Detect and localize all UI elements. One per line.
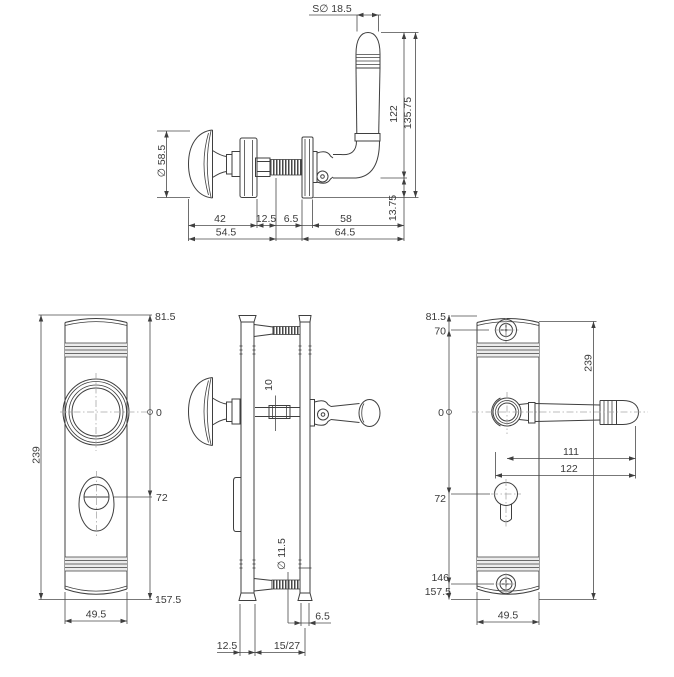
inside-plate-body (476, 318, 540, 595)
dim-label-inside-width: 49.5 (498, 610, 519, 622)
dim-label-knob-depth: 42 (214, 213, 226, 225)
knob-rose (60, 373, 147, 451)
dim-label-grip-length: 122 (388, 105, 400, 123)
side-view-lever-plate (301, 136, 314, 199)
dim-label-sphere-diameter: S∅ 18.5 (312, 3, 352, 15)
section-dimensions (217, 603, 331, 656)
section-knob-plate (233, 315, 257, 601)
dim-label-bolt-diameter: ∅ 11.5 (276, 538, 288, 570)
dim-label-inside-screw-top: 70 (434, 326, 446, 338)
dim-label-inside-zero: 0 (438, 407, 444, 419)
side-view-lever (312, 31, 381, 184)
side-view-dimensions (157, 12, 419, 242)
outside-plate-view: 81.5 0 72 157.5 239 49.5 (31, 311, 181, 624)
section-bottom-bolt (253, 572, 301, 623)
lever-handle (472, 400, 648, 425)
dim-label-section-plate-thickness: 6.5 (315, 611, 330, 623)
euro-cylinder-hole (491, 479, 521, 528)
dim-label-knob-plate-thickness: 12.5 (256, 213, 277, 225)
dim-label-inside-height: 239 (583, 354, 595, 372)
dim-label-inside-bottom: 157.5 (425, 586, 451, 598)
dim-label-spindle: 10 (263, 379, 275, 391)
dim-label-lever-length: 111 (563, 446, 579, 458)
dim-label-lever-depth: 58 (340, 213, 352, 225)
lever-rose (491, 392, 522, 434)
section-spindle (255, 395, 300, 431)
top-screw (494, 318, 520, 343)
dim-label-inside-cylinder: 72 (434, 493, 446, 505)
dim-label-inside-screw-bottom: 146 (431, 572, 449, 584)
dim-label-lever-total: 122 (560, 463, 578, 475)
section-view: 10 ∅ 11.5 6.5 12.5 15/27 (187, 315, 381, 656)
outside-plate-body (64, 318, 128, 595)
dim-label-outside-bottom: 157.5 (155, 594, 181, 606)
dim-label-backset: 15/27 (274, 640, 300, 652)
dim-label-outside-zero: 0 (156, 407, 162, 419)
dim-label-knob-diameter: ∅ 58.5 (156, 145, 168, 178)
dim-label-outside-top: 81.5 (155, 311, 176, 323)
side-view-knob (187, 129, 241, 199)
side-view-spindle (255, 157, 303, 177)
section-knob (187, 377, 241, 446)
dim-label-outside-height: 239 (31, 446, 43, 464)
bottom-screw (495, 573, 517, 595)
section-lever-plate (297, 315, 313, 601)
dim-label-outside-width: 49.5 (86, 609, 107, 621)
side-view-knob-plate (239, 137, 258, 198)
section-lever (309, 399, 381, 427)
dim-label-knob-total-depth: 54.5 (216, 227, 237, 239)
dim-label-offset: 13.75 (387, 195, 399, 221)
dim-label-inside-top: 81.5 (426, 311, 447, 323)
inside-plate-view: 81.5 70 0 72 146 157.5 239 111 122 49.5 (425, 311, 648, 625)
dim-label-lever-total-depth: 64.5 (335, 227, 356, 239)
side-view: S∅ 18.5 ∅ 58.5 122 135.75 13.75 42 12.5 … (156, 3, 419, 242)
dim-label-section-plate-thickness2: 12.5 (217, 640, 238, 652)
dim-label-lever-plate-thickness: 6.5 (284, 213, 299, 225)
dim-label-outside-cylinder: 72 (156, 492, 168, 504)
section-top-bolt (253, 323, 301, 338)
inside-plate-dimensions (446, 315, 636, 625)
outside-plate-dimensions (38, 314, 153, 624)
security-escutcheon (78, 471, 115, 537)
dim-label-total-height: 135.75 (402, 97, 414, 129)
